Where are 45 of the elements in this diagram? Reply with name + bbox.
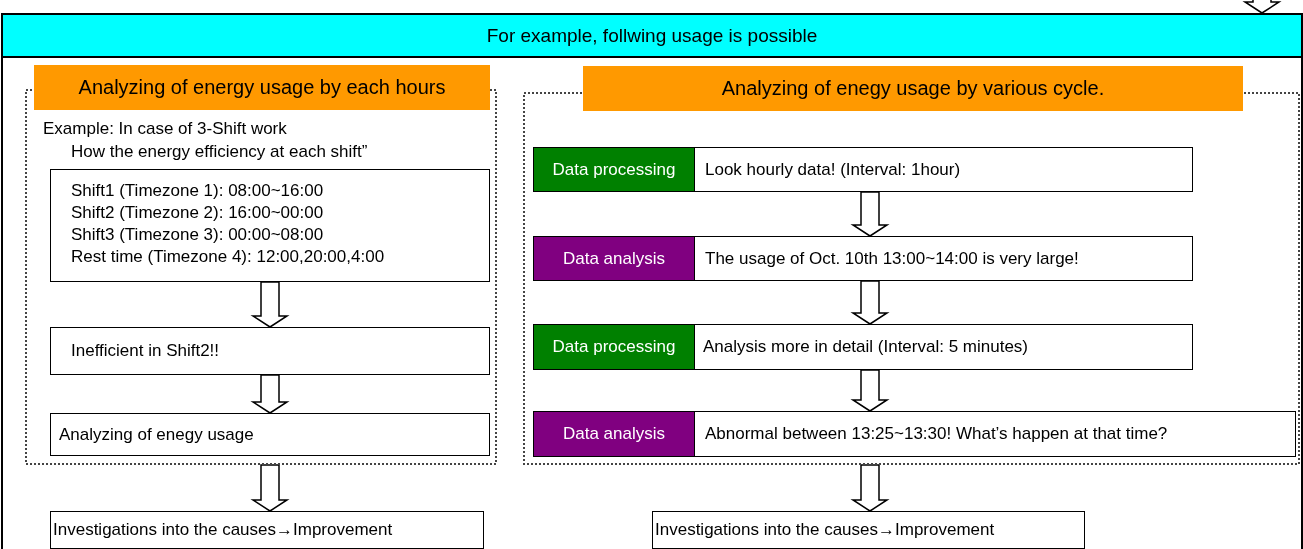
- block-arrow: [1242, 0, 1282, 14]
- tag-text: Data analysis: [562, 248, 666, 269]
- box-text: Abnormal between 13:25~13:30! What’s happen at that time?: [705, 424, 1168, 444]
- panel-header: For example, follwing usage is possible: [3, 15, 1301, 58]
- box-text: Analyzing of enegy usage: [59, 424, 254, 445]
- tag-text: Data analysis: [562, 424, 666, 444]
- tag-text: Data processing: [552, 159, 676, 180]
- box-text: Investigations into the causes→Improvement: [53, 520, 393, 540]
- section-heading: Analyzing of energy usage by each hours: [34, 65, 490, 110]
- tag-text: Data processing: [552, 337, 676, 357]
- example-text: Example: In case of 3-Shift work: [43, 118, 287, 140]
- box-text: Analysis more in detail (Interval: 5 minutes): [703, 337, 1029, 357]
- list-line: Shift3 (Timezone 3): 00:00~08:00: [71, 224, 325, 246]
- box-text: Investigations into the causes→Improvement: [655, 520, 995, 540]
- process-box: [694, 324, 1193, 370]
- dotted-group: [523, 66, 1300, 465]
- list-line: Rest time (Timezone 4): 12:00,20:00,4:00: [71, 246, 386, 268]
- process-box: [694, 411, 1296, 457]
- step-tag: [533, 147, 695, 192]
- process-box: [652, 511, 1085, 549]
- block-arrow: [850, 280, 890, 325]
- step-tag: [533, 236, 695, 281]
- shift-list-box: [50, 169, 490, 282]
- box-text: Inefficient in Shift2!!: [71, 341, 220, 361]
- step-tag: [533, 411, 695, 457]
- section-heading: Analyzing of enegy usage by various cycle.: [583, 66, 1243, 111]
- process-box: [694, 147, 1193, 192]
- box-text: The usage of Oct. 10th 13:00~14:00 is very large!: [705, 248, 1079, 269]
- step-tag: [533, 324, 695, 370]
- process-box: [50, 327, 490, 375]
- box-text: Look hourly data! (Interval: 1hour): [705, 159, 961, 180]
- list-line: Shift2 (Timezone 2): 16:00~00:00: [71, 202, 325, 224]
- block-arrow: [250, 281, 290, 328]
- block-arrow: [250, 374, 290, 414]
- panel-frame: [1, 13, 1303, 549]
- block-arrow: [250, 464, 290, 512]
- list-line: Shift1 (Timezone 1): 08:00~16:00: [71, 180, 325, 202]
- dotted-group: [25, 65, 497, 465]
- block-arrow: [850, 369, 890, 412]
- block-arrow: [850, 191, 890, 237]
- example-text: How the energy efficiency at each shift”: [71, 141, 368, 163]
- process-box: [50, 413, 490, 456]
- process-box: [694, 236, 1193, 281]
- block-arrow: [850, 464, 890, 512]
- process-box: [50, 511, 484, 549]
